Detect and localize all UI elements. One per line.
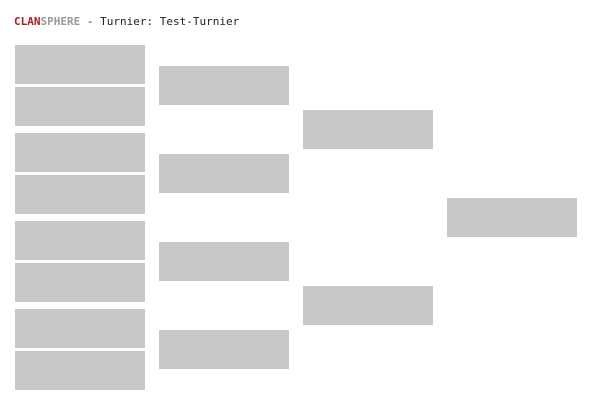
bracket-slot-r1-6[interactable] [15, 263, 145, 302]
bracket-slot-final[interactable] [447, 198, 577, 237]
bracket-slot-r1-5[interactable] [15, 221, 145, 260]
tournament-name: Test-Turnier [159, 15, 240, 28]
bracket-slot-r1-1[interactable] [15, 45, 145, 84]
bracket-slot-r1-8[interactable] [15, 351, 145, 390]
bracket-slot-r1-7[interactable] [15, 309, 145, 348]
page-title: CLANSPHERE - Turnier: Test-Turnier [14, 15, 239, 29]
bracket-slot-r1-2[interactable] [15, 87, 145, 126]
bracket-slot-r3-2[interactable] [303, 286, 433, 325]
section-label: Turnier: [100, 15, 154, 28]
title-separator: - [80, 15, 101, 28]
logo-clan-text: CLAN [14, 15, 41, 28]
bracket-slot-r2-2[interactable] [159, 154, 289, 193]
bracket-slot-r2-3[interactable] [159, 242, 289, 281]
bracket-slot-r2-1[interactable] [159, 66, 289, 105]
logo-sphere-text: SPHERE [40, 15, 81, 28]
bracket-slot-r2-4[interactable] [159, 330, 289, 369]
bracket-slot-r3-1[interactable] [303, 110, 433, 149]
bracket-slot-r1-3[interactable] [15, 133, 145, 172]
bracket-slot-r1-4[interactable] [15, 175, 145, 214]
